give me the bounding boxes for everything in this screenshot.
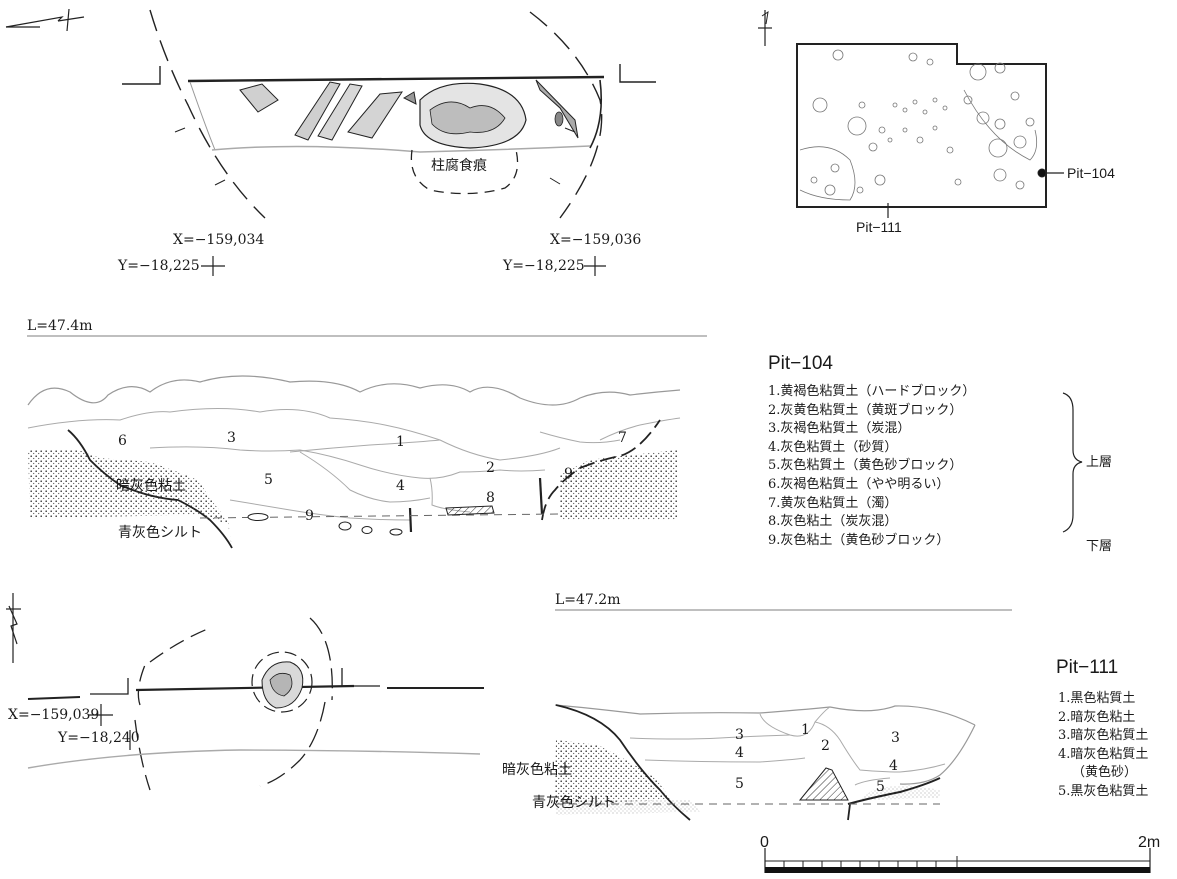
section-104: [27, 335, 707, 549]
pit-plan-top: [122, 9, 656, 276]
legend-104-item: 4.灰色粘質土（砂質）: [768, 439, 898, 455]
layer-111-5b: 5: [876, 779, 885, 795]
legend-104-lower: 下層: [1086, 539, 1113, 554]
legend-111-title: Pit−111: [1056, 657, 1119, 678]
section-104-silt-label: 青灰色シルト: [118, 525, 202, 541]
pit-plan-bottom: [6, 593, 484, 791]
legend-111-item: 5.黒灰色粘質土: [1058, 783, 1149, 799]
layer-111-4a: 4: [735, 745, 744, 761]
layer-104-8: 8: [486, 490, 495, 506]
section-111-silt-label: 青灰色シルト: [532, 795, 616, 811]
legend-104-item: 9.灰色粘土（黄色砂ブロック）: [768, 532, 950, 548]
layer-104-5: 5: [264, 472, 273, 488]
layer-104-9b: 9: [564, 466, 573, 482]
layer-111-2: 2: [821, 738, 830, 754]
site-plan-pit111-label: Pit−111: [856, 219, 902, 235]
layer-111-4b: 4: [889, 758, 898, 774]
layer-104-3: 3: [227, 430, 236, 446]
layer-104-6: 6: [118, 433, 127, 449]
layer-104-7: 7: [618, 430, 627, 446]
legend-104-upper: 上層: [1086, 455, 1113, 470]
section-111: [554, 609, 1012, 821]
legend-111-item: 3.暗灰色粘質土: [1058, 728, 1149, 744]
scale-end-label: 2m: [1138, 834, 1161, 851]
legend-111-item: 1.黒色粘質土: [1058, 691, 1136, 706]
layer-104-9a: 9: [305, 508, 314, 524]
legend-111-item: 2.暗灰色粘土: [1058, 709, 1136, 725]
section-111-level: L=47.2m: [555, 592, 621, 608]
legend-104-item: 1.黄褐色粘質土（ハードブロック）: [768, 384, 976, 399]
section-104-clay-label: 暗灰色粘土: [116, 478, 186, 494]
layer-104-1: 1: [396, 434, 405, 450]
legend-104-title: Pit−104: [768, 353, 833, 374]
site-plan: [758, 10, 1064, 218]
legend-104-item: 3.灰褐色粘質土（炭混）: [768, 421, 911, 437]
scale-start-label: 0: [760, 834, 769, 851]
bottom-plan-coord-y: Y=−18,240: [58, 730, 140, 746]
layer-111-3a: 3: [735, 727, 744, 743]
bottom-plan-coord-x: X=−159,039: [8, 707, 100, 723]
legend-104-item: 8.灰色粘土（炭灰混）: [768, 514, 898, 530]
legend-104-item: 2.灰黄色粘質土（黄斑ブロック）: [768, 402, 963, 418]
layer-104-2: 2: [486, 460, 495, 476]
coord-x-left: X=−159,034: [173, 232, 265, 248]
feature-label: 柱腐食痕: [431, 158, 487, 174]
legend-104-list: 1.黄褐色粘質土（ハードブロック） 2.灰黄色粘質土（黄斑ブロック） 3.灰褐色…: [768, 383, 975, 550]
coord-y-right: Y=−18,225: [503, 258, 585, 274]
legend-111-item: 4.暗灰色粘質土: [1058, 746, 1149, 762]
layer-111-1: 1: [801, 722, 810, 738]
layer-111-5a: 5: [735, 776, 744, 792]
legend-104-item: 6.灰褐色粘質土（やや明るい）: [768, 476, 950, 492]
legend-104-brace: [1062, 392, 1083, 533]
legend-104-item: 7.黄灰色粘質土（濁）: [768, 495, 898, 511]
legend-111-item: （黄色砂）: [1072, 765, 1138, 781]
section-104-level: L=47.4m: [27, 318, 93, 334]
layer-104-4: 4: [396, 478, 405, 494]
scale-bar: [764, 848, 1151, 873]
coord-x-right: X=−159,036: [550, 232, 642, 248]
north-arrow-top-left: [5, 8, 85, 32]
layer-111-3b: 3: [891, 730, 900, 746]
coord-y-left: Y=−18,225: [118, 258, 200, 274]
site-plan-pit104-label: Pit−104: [1067, 165, 1115, 181]
section-111-clay-label: 暗灰色粘土: [502, 762, 572, 778]
legend-111-list: 1.黒色粘質土 2.暗灰色粘土 3.暗灰色粘質土 4.暗灰色粘質土 （黄色砂） …: [1058, 690, 1148, 802]
legend-104-item: 5.灰色粘質土（黄色砂ブロック）: [768, 458, 963, 474]
